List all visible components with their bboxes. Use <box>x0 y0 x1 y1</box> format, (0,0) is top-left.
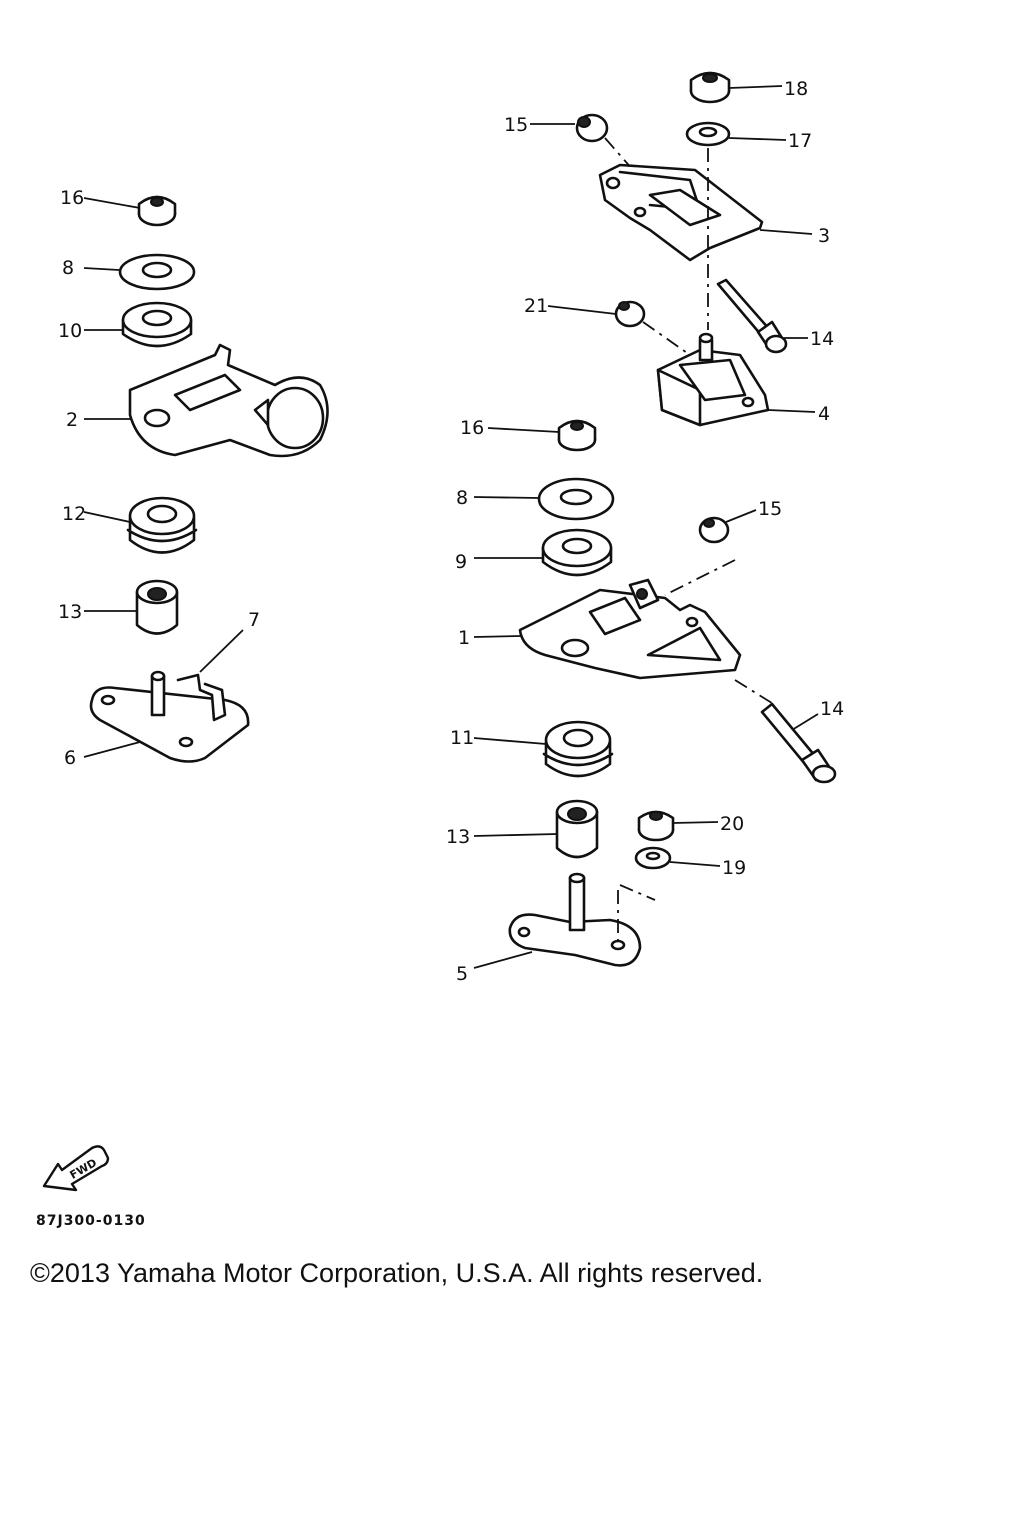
part-17-washer <box>685 121 731 147</box>
part-12-grommet <box>126 496 198 554</box>
part-13-collar-left <box>135 579 179 635</box>
callout-8-right: 8 <box>456 487 468 509</box>
callout-8-left: 8 <box>62 257 74 279</box>
callout-9: 9 <box>455 551 467 573</box>
callout-11: 11 <box>450 727 474 749</box>
callout-21: 21 <box>524 295 548 317</box>
callout-6: 6 <box>64 747 76 769</box>
part-6-base-plate <box>89 670 250 763</box>
part-14-bolt-top <box>716 278 788 354</box>
callout-10: 10 <box>58 320 82 342</box>
part-14-bolt-lower <box>760 702 837 784</box>
callout-16-right: 16 <box>460 417 484 439</box>
part-20-nut <box>637 810 675 842</box>
part-8-washer-left <box>118 253 196 291</box>
callout-12: 12 <box>62 503 86 525</box>
callout-14-lower: 14 <box>820 698 844 720</box>
fwd-arrow-icon: FWD <box>42 1145 110 1192</box>
callout-7: 7 <box>248 609 260 631</box>
callout-20: 20 <box>720 813 744 835</box>
part-9-spacer <box>541 528 613 577</box>
callout-15-right: 15 <box>758 498 782 520</box>
part-16-nut-right <box>557 419 597 452</box>
part-1-main-bracket <box>518 578 742 680</box>
part-21-nut <box>614 300 646 328</box>
part-18-nut <box>689 71 731 104</box>
part-4-rubber-mount <box>656 332 770 427</box>
callout-5: 5 <box>456 963 468 985</box>
callout-13-right: 13 <box>446 826 470 848</box>
callout-18: 18 <box>784 78 808 100</box>
callout-4: 4 <box>818 403 830 425</box>
part-15-nut-top <box>575 113 609 143</box>
part-5-base-plate <box>508 872 642 967</box>
callout-19: 19 <box>722 857 746 879</box>
callout-13-left: 13 <box>58 601 82 623</box>
copyright-notice: ©2013 Yamaha Motor Corporation, U.S.A. A… <box>30 1258 764 1288</box>
part-19-washer <box>634 846 672 870</box>
part-11-grommet <box>542 720 614 778</box>
drawing-code: 87J300-0130 <box>36 1213 146 1229</box>
callout-17: 17 <box>788 130 812 152</box>
callout-2: 2 <box>66 409 78 431</box>
part-16-nut-left <box>137 195 177 227</box>
callout-14-top: 14 <box>810 328 834 350</box>
part-3-top-bracket <box>598 163 764 262</box>
part-13-collar-right <box>555 799 599 859</box>
part-8-washer-right <box>537 477 615 521</box>
part-2-bracket <box>128 343 329 458</box>
callout-15-top: 15 <box>504 114 528 136</box>
callout-16-left: 16 <box>60 187 84 209</box>
callout-3: 3 <box>818 225 830 247</box>
callout-1: 1 <box>458 627 470 649</box>
part-15-nut-right <box>698 516 730 544</box>
part-10-spacer <box>121 301 193 348</box>
